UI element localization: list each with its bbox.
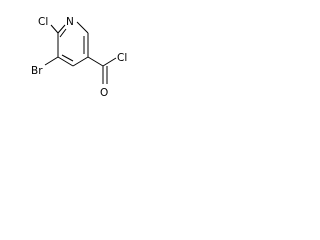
bond-cl-c6 xyxy=(50,24,59,34)
bond-c4-c5-inner xyxy=(61,54,74,62)
bond-n1-c2 xyxy=(76,21,89,34)
bond-c4-c5 xyxy=(57,56,74,67)
atom-label-bromine: Br xyxy=(31,65,43,77)
bond-lines xyxy=(44,21,117,84)
molecule-structure: N Cl Br Cl O xyxy=(31,16,127,99)
bond-c6-n1-inner xyxy=(59,28,67,38)
bond-c3-c4 xyxy=(72,56,89,67)
bond-carbonyl-cl xyxy=(102,57,117,67)
atom-label-ring-chlorine: Cl xyxy=(38,16,48,28)
bond-c5-br xyxy=(44,56,59,66)
bond-c3-carbonyl xyxy=(87,56,104,67)
atom-label-oxygen: O xyxy=(100,87,108,99)
atom-label-nitrogen: N xyxy=(66,16,74,28)
atom-label-acyl-chlorine: Cl xyxy=(117,52,127,64)
bond-c6-n1 xyxy=(57,24,66,34)
